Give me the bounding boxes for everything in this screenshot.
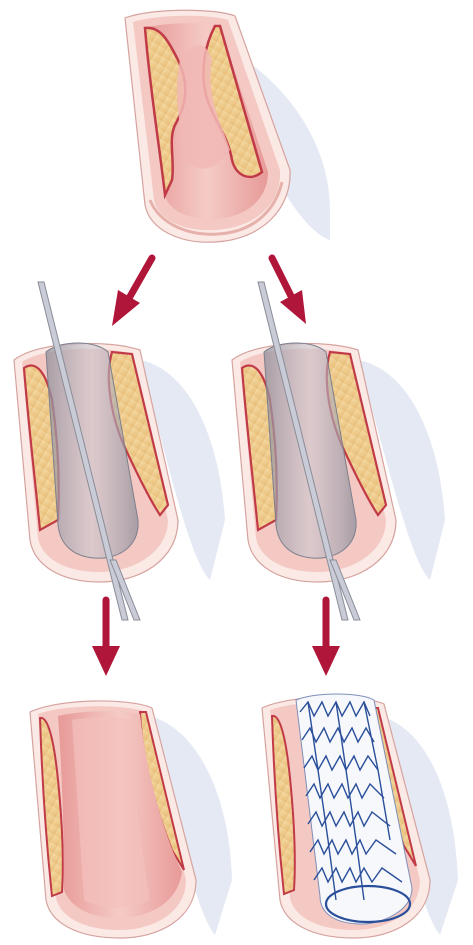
panel-stented-artery bbox=[262, 694, 458, 938]
arrow-top-right bbox=[272, 258, 306, 324]
arrow-mid-right bbox=[312, 600, 340, 676]
arrow-mid-left bbox=[92, 600, 120, 676]
panel-balloon-catheter-left bbox=[14, 282, 225, 620]
arrow-top-left bbox=[112, 258, 152, 326]
panel-narrowed-artery bbox=[125, 10, 330, 242]
panel-widened-artery bbox=[30, 701, 232, 938]
panel-balloon-catheter-right bbox=[232, 282, 445, 620]
